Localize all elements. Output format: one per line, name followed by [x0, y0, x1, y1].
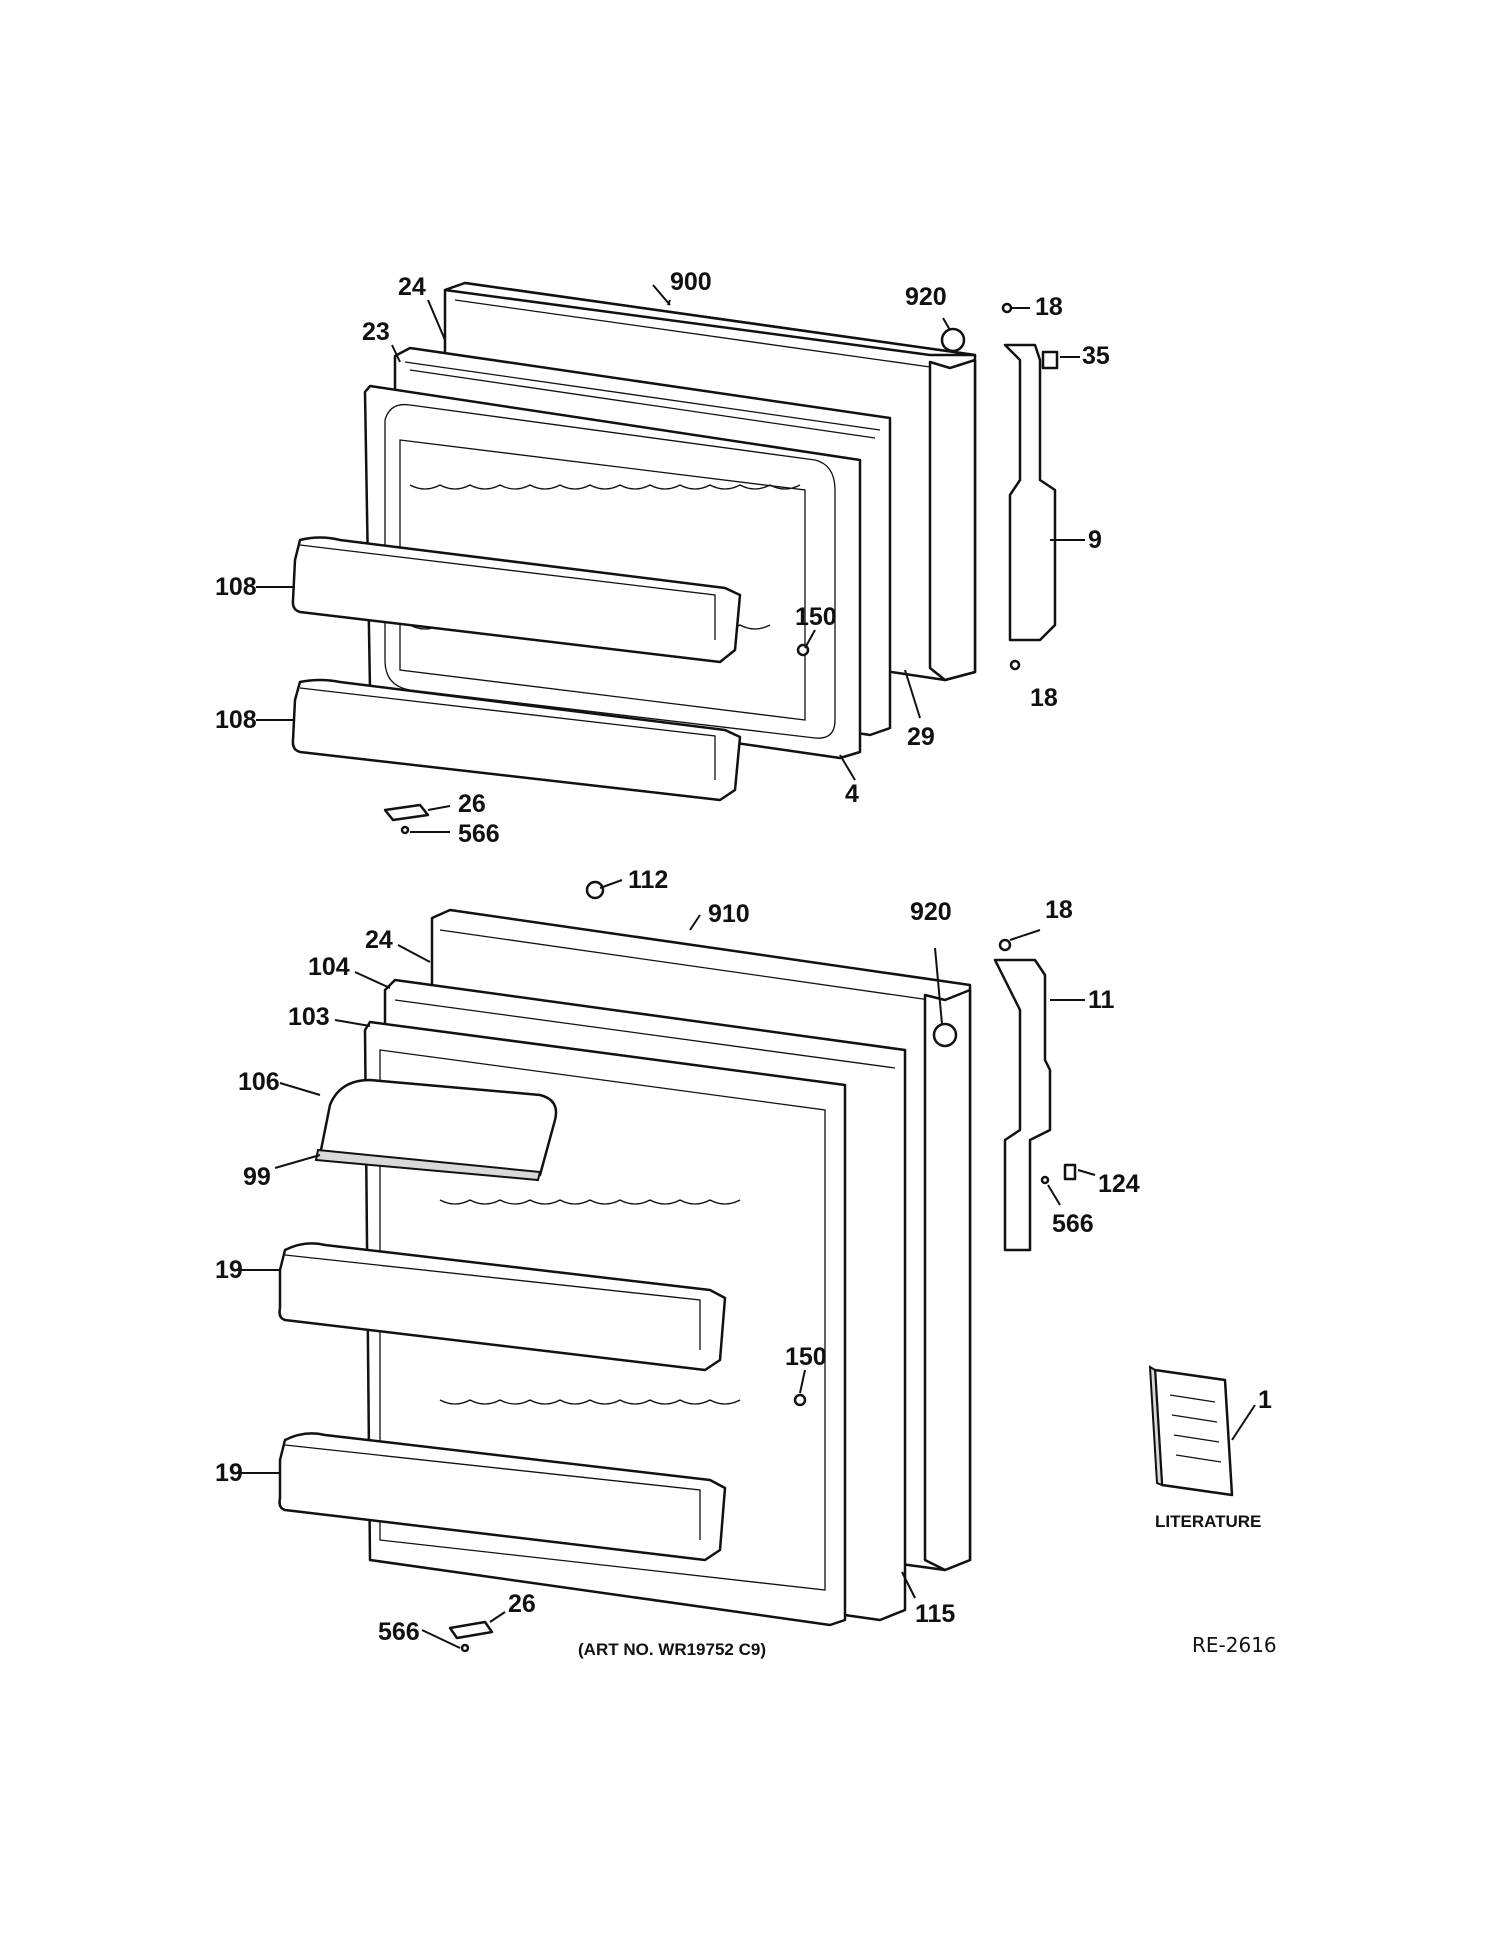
freezer-leaders [256, 284, 1085, 833]
callout-19: 19 [215, 1459, 243, 1487]
callout-26: 26 [508, 1590, 536, 1618]
callout-19: 19 [215, 1256, 243, 1284]
callout-566: 566 [458, 820, 500, 848]
callout-108: 108 [215, 573, 257, 601]
callout-900: 900 [670, 268, 712, 296]
callout-11: 11 [1088, 986, 1115, 1014]
callout-106: 106 [238, 1068, 280, 1096]
callout-115: 115 [915, 1600, 955, 1628]
freezer-callout-labels: 900 24 23 920 18 35 9 108 108 150 29 18 … [215, 268, 1110, 848]
fresh-food-door-assembly [278, 880, 1234, 1653]
reference-number: RE-2616 [1192, 1633, 1277, 1657]
callout-150: 150 [785, 1343, 827, 1371]
callout-29: 29 [907, 723, 935, 751]
callout-104: 104 [308, 953, 350, 981]
literature-label: LITERATURE [1155, 1512, 1261, 1531]
callout-124: 124 [1098, 1170, 1140, 1198]
callout-1: 1 [1258, 1386, 1272, 1414]
fresh-food-callout-labels: 112 910 920 18 24 104 103 11 106 99 124 … [215, 866, 1272, 1646]
callout-18: 18 [1035, 293, 1063, 321]
callout-9: 9 [1088, 526, 1102, 554]
callout-910: 910 [708, 900, 750, 928]
callout-108: 108 [215, 706, 257, 734]
callout-99: 99 [243, 1163, 271, 1191]
callout-150: 150 [795, 603, 837, 631]
callout-566: 566 [1052, 1210, 1094, 1238]
callout-24: 24 [365, 926, 393, 954]
callout-23: 23 [362, 318, 390, 346]
callout-26: 26 [458, 790, 486, 818]
callout-112: 112 [628, 866, 668, 894]
callout-920: 920 [905, 283, 947, 311]
callout-18: 18 [1030, 684, 1058, 712]
fresh-food-leaders [236, 879, 1256, 1649]
callout-24: 24 [398, 273, 426, 301]
callout-4: 4 [845, 780, 859, 808]
callout-103: 103 [288, 1003, 330, 1031]
callout-566: 566 [378, 1618, 420, 1646]
callout-18: 18 [1045, 896, 1073, 924]
callout-35: 35 [1082, 342, 1110, 370]
art-number: (ART NO. WR19752 C9) [578, 1640, 766, 1659]
callout-920: 920 [910, 898, 952, 926]
freezer-door-assembly [291, 281, 1059, 835]
